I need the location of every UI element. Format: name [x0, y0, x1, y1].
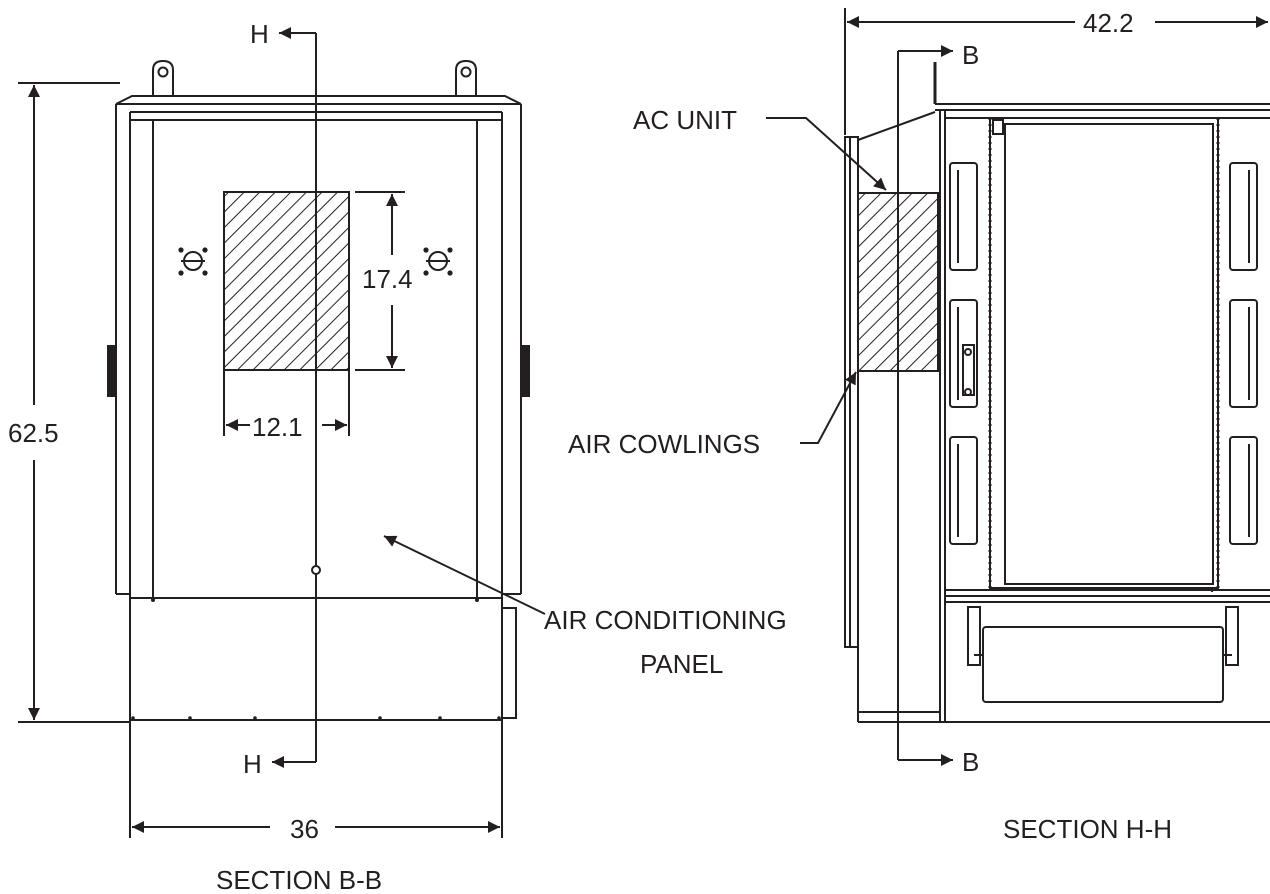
cut-label-h-bottom: H — [243, 749, 262, 779]
bottom-drawer — [967, 590, 1239, 703]
section-b-view — [18, 27, 530, 838]
callout-ac-panel-line1: AIR CONDITIONING — [544, 605, 787, 635]
leader-air-cowlings — [800, 371, 857, 444]
dim-ac-width-value: 12.1 — [252, 412, 303, 442]
dim-ac-width — [223, 370, 350, 436]
roof — [115, 95, 522, 121]
cut-label-h-top: H — [250, 19, 269, 49]
callout-ac-panel-line2: PANEL — [640, 649, 723, 679]
bolt-symbol-right — [423, 247, 453, 276]
lifting-eye-left — [152, 59, 174, 96]
callout-air-cowlings: AIR COWLINGS — [568, 429, 760, 459]
dim-height-value: 62.5 — [8, 418, 59, 448]
roof-side — [933, 62, 1270, 111]
handle-right — [520, 345, 530, 397]
cut-line-b — [897, 45, 953, 766]
lifting-eye-right — [455, 59, 477, 96]
cut-label-b-bottom: B — [962, 747, 979, 777]
dim-ac-height-value: 17.4 — [362, 264, 413, 294]
cut-label-b-top: B — [962, 40, 979, 70]
section-h-title: SECTION H-H — [1003, 814, 1172, 844]
dim-width — [129, 722, 503, 838]
vent-slots-right — [1229, 162, 1258, 545]
dim-height — [18, 82, 130, 723]
leader-ac-panel — [383, 535, 546, 615]
bolt-symbol-left — [178, 247, 208, 276]
cut-line-h — [272, 27, 321, 768]
vent-slots-left — [949, 162, 978, 545]
handle-left — [107, 345, 117, 397]
callout-leaders — [383, 117, 887, 615]
section-b-title: SECTION B-B — [216, 865, 382, 894]
rack-frame — [988, 117, 1220, 589]
dim-width-value: 36 — [290, 814, 319, 844]
ac-cutout — [223, 191, 350, 371]
dim-depth — [844, 8, 1268, 135]
section-h-view — [844, 8, 1270, 766]
callout-ac-unit: AC UNIT — [633, 105, 737, 135]
leader-ac-unit — [766, 117, 887, 191]
rivet-dots — [131, 598, 501, 720]
dim-ac-height — [355, 191, 405, 371]
dim-depth-value: 42.2 — [1083, 8, 1134, 38]
